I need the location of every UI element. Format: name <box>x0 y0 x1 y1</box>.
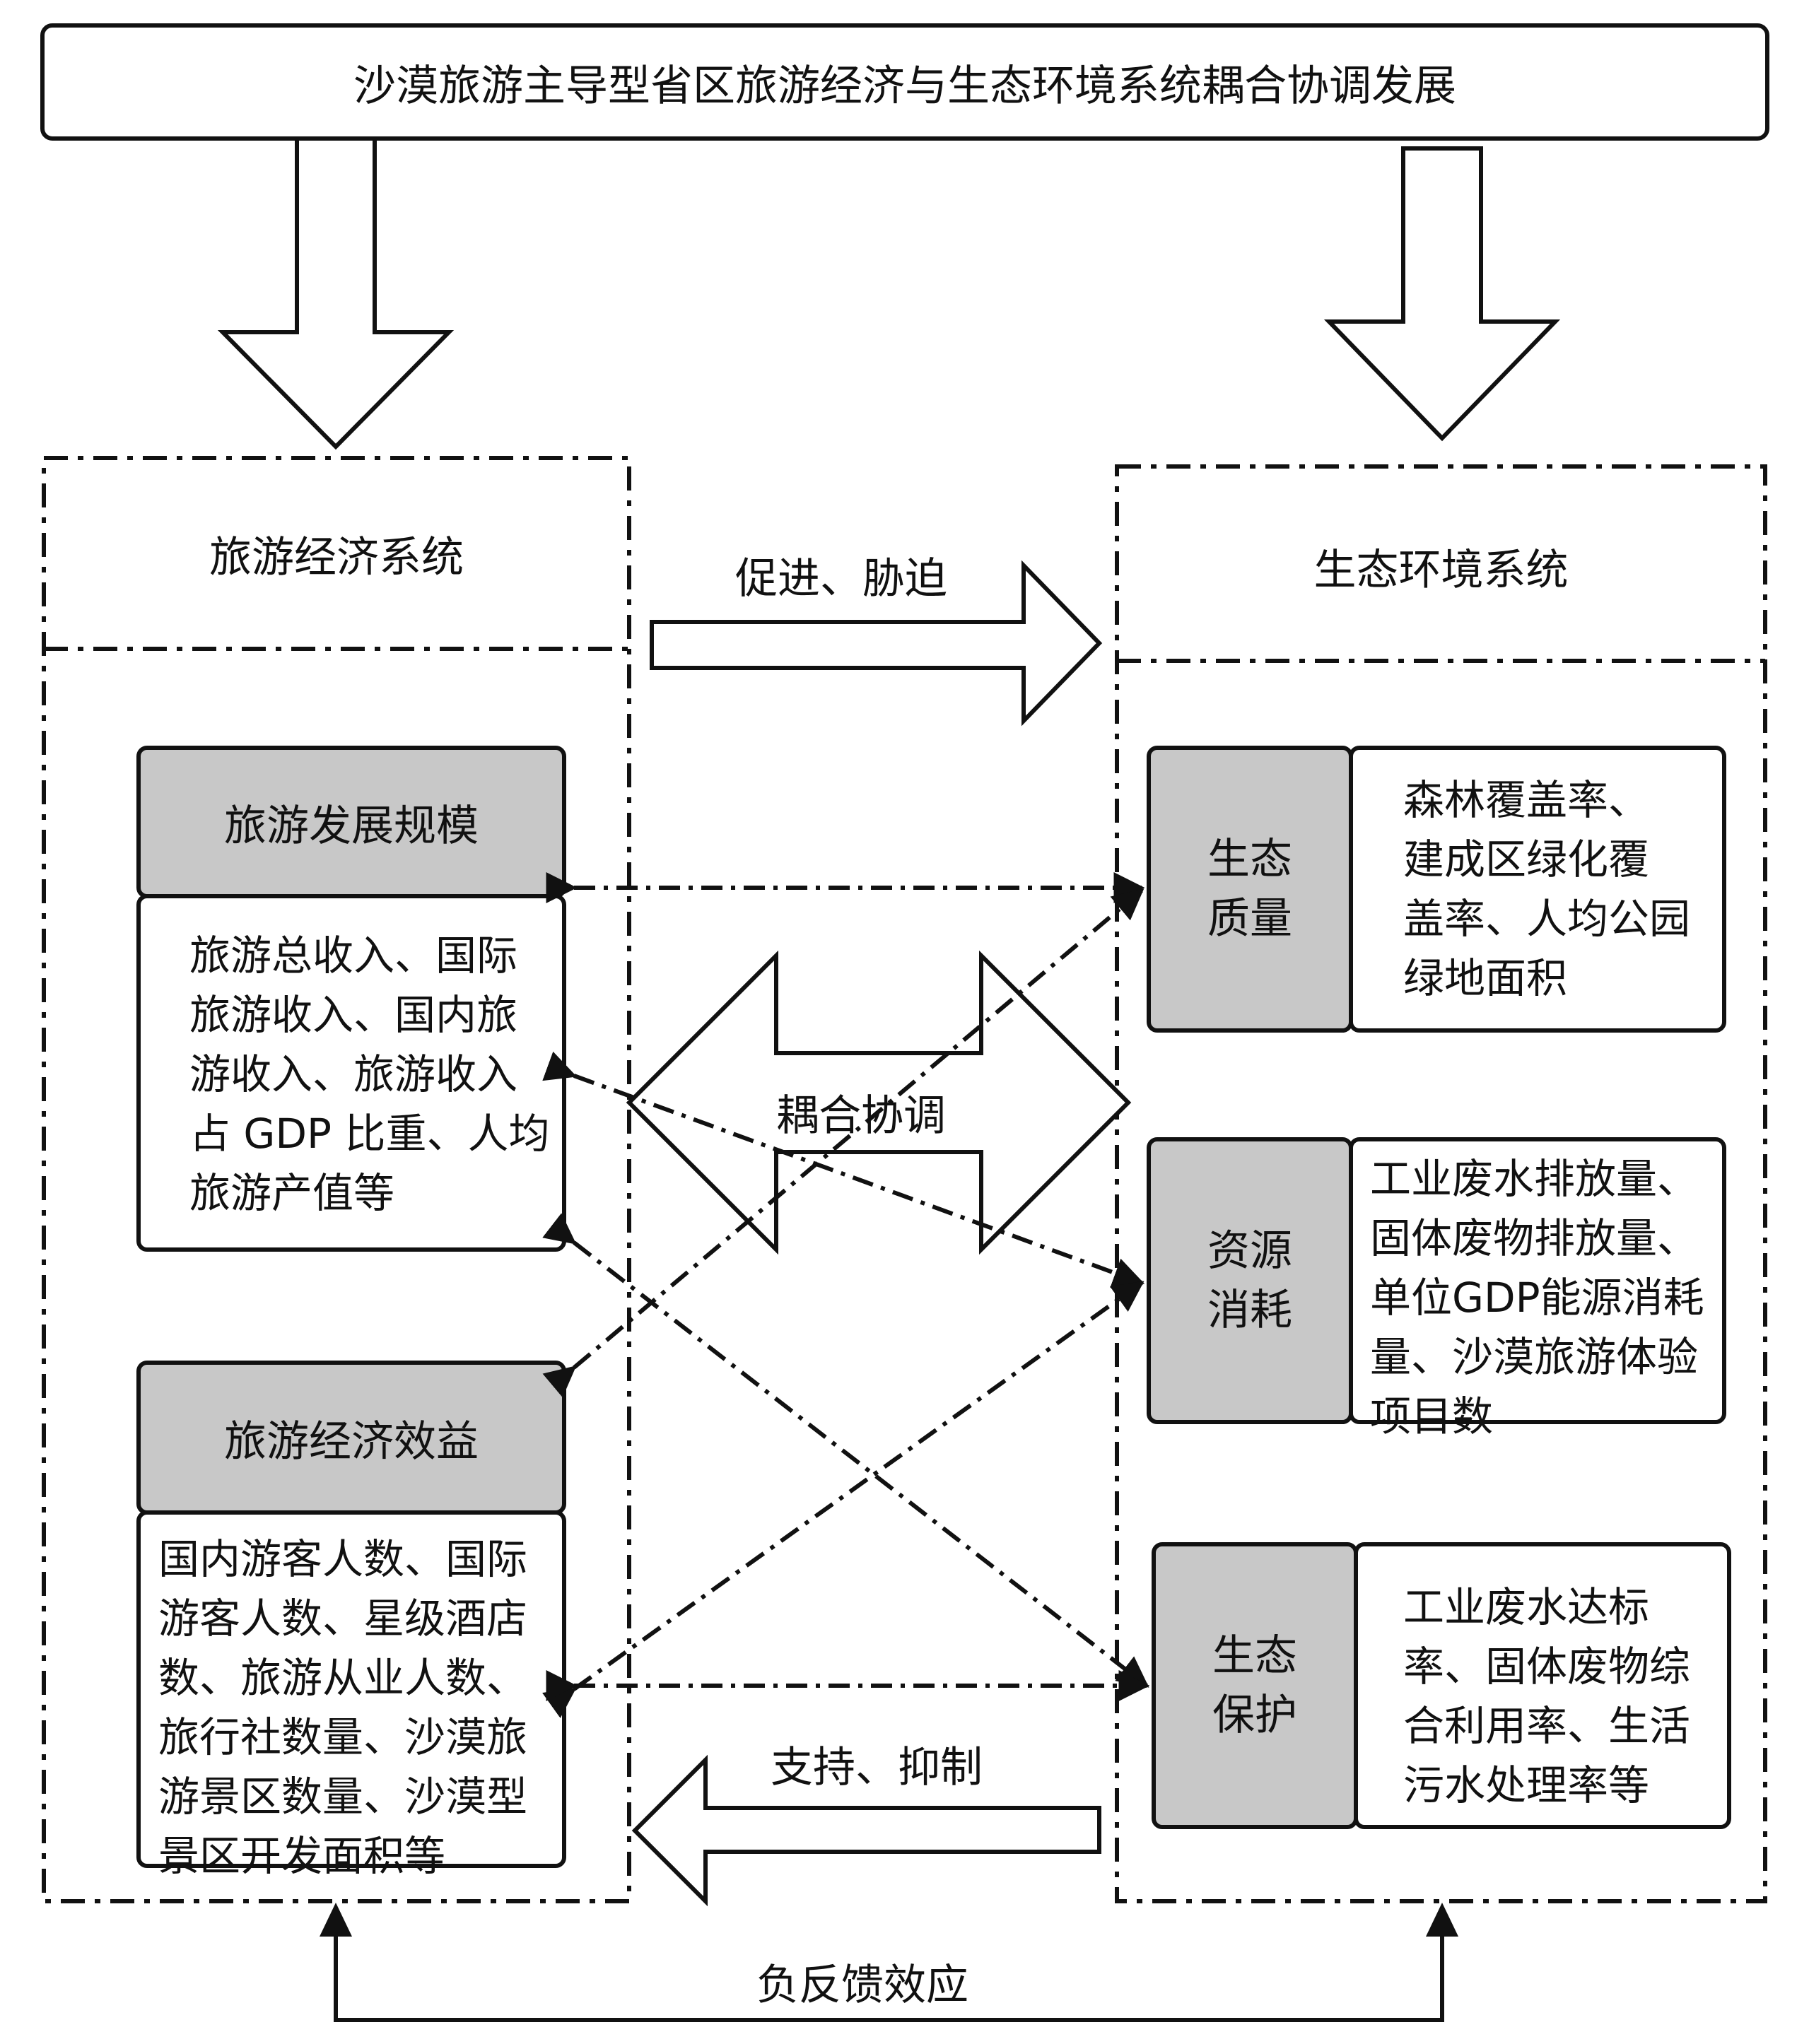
title-box <box>40 23 1769 141</box>
resource-consumption-indicators: 工业废水排放量、 固体废物排放量、 单位GDP能源消耗 量、沙漠旅游体验 项目数 <box>1370 1155 1704 1440</box>
diagram-title: 沙漠旅游主导型省区旅游经济与生态环境系统耦合协调发展 <box>353 61 1456 111</box>
link-benefit-quality <box>542 888 1144 1398</box>
eco-protection-category: 生态 保护 <box>1212 1631 1297 1740</box>
coupling-label: 耦合协调 <box>776 1091 946 1141</box>
promote-label: 促进、胁迫 <box>735 554 947 604</box>
right-system-name: 生态环境系统 <box>1313 546 1569 595</box>
tourism-scale-indicators: 旅游总收入、国际 旅游收入、国内旅 游收入、旅游收入 占 GDP 比重、人均 旅… <box>189 932 550 1217</box>
eco-quality-indicators-box <box>1349 746 1726 1033</box>
down-arrow-right <box>1323 146 1561 442</box>
feedback-arrowhead-right <box>1426 1903 1458 1937</box>
tourism-scale-header: 旅游发展规模 <box>224 801 479 851</box>
eco-quality-category: 生态 质量 <box>1207 835 1292 944</box>
link-scale-protection <box>542 1213 1149 1688</box>
left-system-name: 旅游经济系统 <box>209 533 464 582</box>
eco-protection-indicators-box <box>1354 1542 1731 1829</box>
eco-quality-indicators: 森林覆盖率、 建成区绿化覆 盖率、人均公园 绿地面积 <box>1403 776 1691 1002</box>
support-label: 支持、抑制 <box>771 1743 983 1792</box>
eco-protection-indicators: 工业废水达标 率、固体废物综 合利用率、生活 污水处理率等 <box>1403 1583 1691 1809</box>
feedback-line <box>334 1930 1444 2022</box>
resource-consumption-category: 资源 消耗 <box>1207 1226 1292 1335</box>
feedback-label: 负反馈效应 <box>756 1961 968 2010</box>
tourism-benefit-header: 旅游经济效益 <box>224 1416 479 1467</box>
tourism-benefit-indicators: 国内游客人数、国际 游客人数、星级酒店 数、旅游从业人数、 旅行社数量、沙漠旅 … <box>158 1535 528 1880</box>
support-arrow <box>631 1754 1101 1907</box>
feedback-arrowhead-left <box>320 1903 352 1937</box>
link-benefit-consumption <box>541 1281 1144 1718</box>
promote-arrow <box>650 560 1103 727</box>
down-arrow-left <box>217 136 455 450</box>
resource-consumption-indicators-box <box>1349 1137 1726 1424</box>
